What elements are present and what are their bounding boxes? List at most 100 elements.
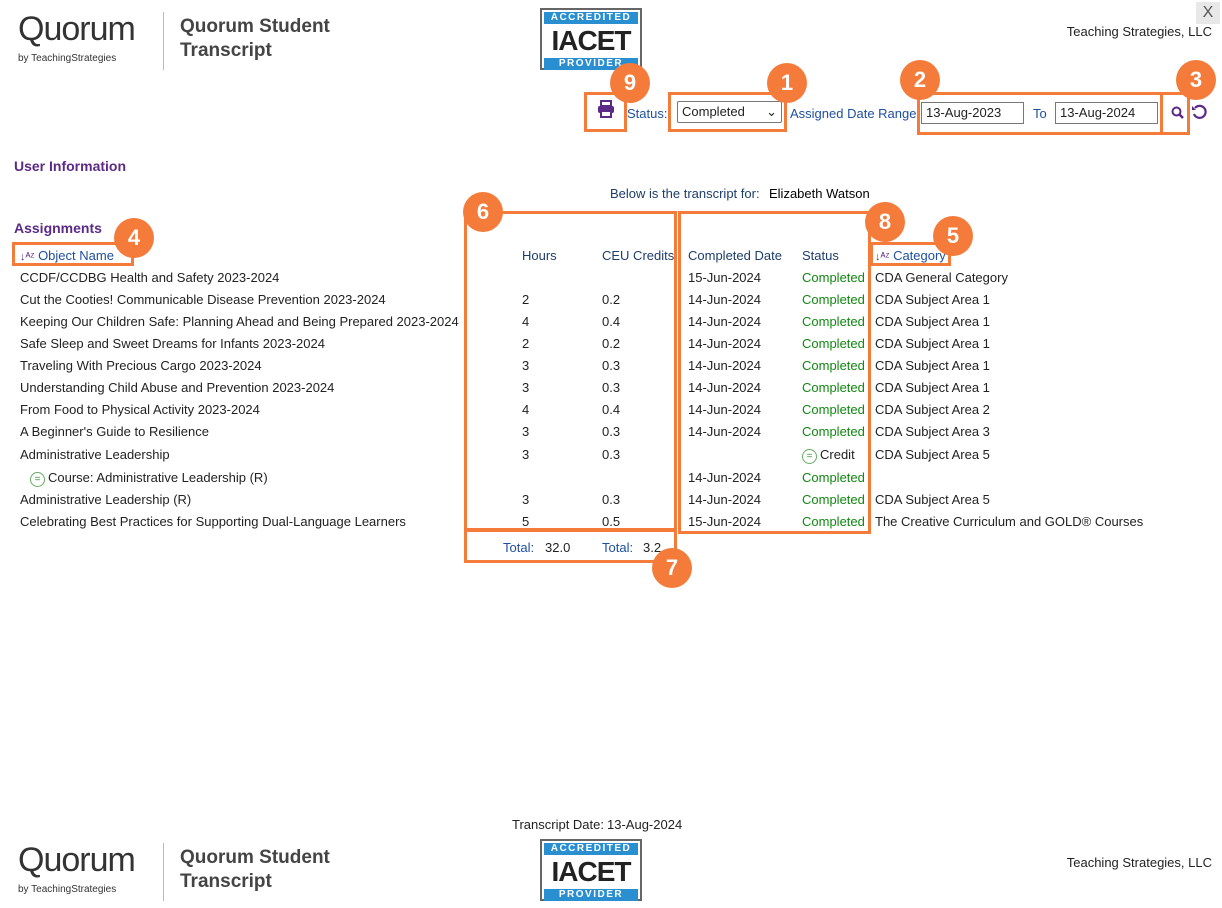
- table-row: Keeping Our Children Safe: Planning Ahea…: [0, 314, 1222, 334]
- completed-date: 15-Jun-2024: [688, 270, 761, 285]
- status: Completed: [802, 424, 865, 439]
- status: Completed: [802, 314, 865, 329]
- hours: 3: [522, 380, 530, 395]
- category: CDA Subject Area 1: [875, 380, 990, 395]
- completed-date: 14-Jun-2024: [688, 380, 761, 395]
- annotation-box-2: [917, 92, 1163, 135]
- status-label: Status:: [627, 106, 668, 121]
- completed-date: 14-Jun-2024: [688, 402, 761, 417]
- object-name: Keeping Our Children Safe: Planning Ahea…: [20, 314, 459, 329]
- logo-byline: by TeachingStrategies: [18, 53, 117, 64]
- completed-date: 14-Jun-2024: [688, 470, 761, 485]
- hours: 2: [522, 292, 530, 307]
- divider: [163, 843, 164, 901]
- transcript-date-label: Transcript Date:: [512, 817, 604, 832]
- date-from-input[interactable]: 13-Aug-2023: [921, 102, 1024, 124]
- hours: 3: [522, 492, 530, 507]
- status: Completed: [802, 270, 865, 285]
- status: Completed: [802, 380, 865, 395]
- quorum-logo: Quorum: [18, 10, 136, 48]
- sort-category[interactable]: ↓ᴬᶻ Category: [875, 248, 946, 263]
- object-name: =Course: Administrative Leadership (R): [30, 470, 268, 487]
- reset-icon[interactable]: [1191, 104, 1207, 123]
- status: Completed: [802, 470, 865, 485]
- divider: [163, 12, 164, 70]
- completed-date: 15-Jun-2024: [688, 514, 761, 529]
- printer-icon[interactable]: [597, 100, 615, 123]
- annotation-8: 8: [865, 202, 905, 242]
- ceu-credits: 0.2: [602, 292, 621, 307]
- object-name: Administrative Leadership (R): [20, 492, 192, 507]
- table-row: From Food to Physical Activity 2023-2024…: [0, 402, 1222, 422]
- category: CDA Subject Area 3: [875, 424, 990, 439]
- col-completed-date: Completed Date: [688, 248, 782, 263]
- hours: 4: [522, 402, 530, 417]
- status: Completed: [802, 402, 865, 417]
- totals-row: Total: 32.0 Total: 3.2: [0, 540, 1222, 560]
- ceu-credits: 0.3: [602, 358, 621, 373]
- completed-date: 14-Jun-2024: [688, 492, 761, 507]
- status: =Credit: [802, 447, 855, 464]
- hours: 3: [522, 358, 530, 373]
- category: CDA Subject Area 1: [875, 314, 990, 329]
- ceu-credits: 0.4: [602, 314, 621, 329]
- completed-date: 14-Jun-2024: [688, 314, 761, 329]
- sort-az-icon: ↓ᴬᶻ: [20, 251, 35, 263]
- company-name: Teaching Strategies, LLC: [1066, 24, 1212, 39]
- col-hours: Hours: [522, 248, 557, 263]
- category: CDA Subject Area 1: [875, 292, 990, 307]
- object-name: From Food to Physical Activity 2023-2024: [20, 402, 260, 417]
- status-select[interactable]: Completed⌄: [677, 101, 782, 123]
- object-name: Traveling With Precious Cargo 2023-2024: [20, 358, 262, 373]
- equivalent-icon: =: [802, 449, 817, 464]
- completed-date: 14-Jun-2024: [688, 336, 761, 351]
- table-row: Cut the Cooties! Communicable Disease Pr…: [0, 292, 1222, 312]
- hours-total: 32.0: [545, 540, 571, 555]
- category: CDA Subject Area 2: [875, 402, 990, 417]
- category: CDA Subject Area 5: [875, 447, 990, 462]
- category: CDA Subject Area 1: [875, 336, 990, 351]
- col-ceu: CEU Credits: [602, 248, 675, 263]
- annotation-box-7: [464, 529, 677, 563]
- table-row: =Course: Administrative Leadership (R) 14…: [0, 470, 1222, 490]
- status: Completed: [802, 514, 865, 529]
- annotation-box-6: [464, 211, 677, 531]
- object-name: Cut the Cooties! Communicable Disease Pr…: [20, 292, 386, 307]
- ceu-credits: 0.5: [602, 514, 621, 529]
- table-header: ↓ᴬᶻ Object Name Hours CEU Credits Comple…: [0, 248, 1222, 268]
- sort-az-icon: ↓ᴬᶻ: [875, 251, 890, 263]
- status: Completed: [802, 292, 865, 307]
- ceu-total: 3.2: [643, 540, 662, 555]
- status: Completed: [802, 492, 865, 507]
- sort-object-name[interactable]: ↓ᴬᶻ Object Name: [20, 248, 114, 263]
- annotation-box-1: [668, 92, 787, 132]
- category: CDA Subject Area 5: [875, 492, 990, 507]
- completed-date: 14-Jun-2024: [688, 424, 761, 439]
- transcript-for-label: Below is the transcript for:: [610, 186, 760, 201]
- user-info-heading: User Information: [14, 158, 127, 174]
- status: Completed: [802, 358, 865, 373]
- date-to-input[interactable]: 13-Aug-2024: [1055, 102, 1158, 124]
- annotation-6: 6: [463, 192, 503, 232]
- search-icon[interactable]: [1171, 106, 1184, 122]
- table-row: Understanding Child Abuse and Prevention…: [0, 380, 1222, 400]
- annotation-7: 7: [652, 548, 692, 588]
- annotation-1: 1: [767, 63, 807, 103]
- user-name: Elizabeth Watson: [769, 186, 870, 201]
- hours: 2: [522, 336, 530, 351]
- to-label: To: [1033, 106, 1047, 121]
- ceu-total-label: Total:: [602, 540, 634, 555]
- object-name: A Beginner's Guide to Resilience: [20, 424, 209, 439]
- assignments-heading: Assignments: [14, 220, 102, 236]
- object-name: Administrative Leadership: [20, 447, 170, 462]
- quorum-logo: Quorum: [18, 841, 136, 879]
- logo-byline: by TeachingStrategies: [18, 884, 117, 895]
- close-button[interactable]: X: [1196, 2, 1220, 24]
